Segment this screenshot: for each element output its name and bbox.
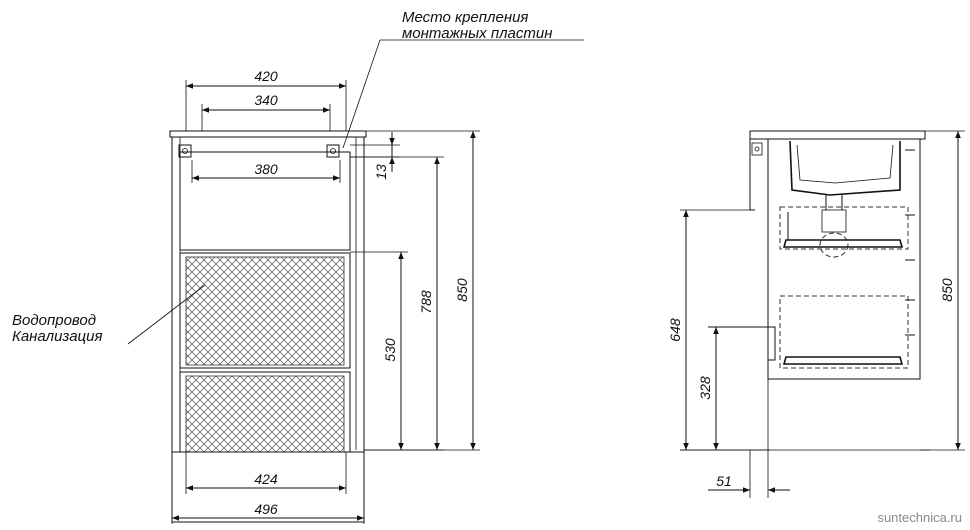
pipes-leader [127, 284, 206, 345]
dim-380: 380 [254, 161, 278, 177]
dim-496: 496 [254, 501, 278, 517]
side-view [680, 130, 965, 498]
front-cabinet-body [171, 136, 365, 523]
dim-850-front: 850 [454, 278, 470, 302]
mounting-label-line2: монтажных пластин [402, 25, 552, 42]
front-view [127, 39, 584, 524]
side-pipe-stub [708, 326, 776, 361]
mounting-leader [342, 39, 584, 149]
front-top-drawer [179, 151, 351, 251]
pipes-label-line2: Канализация [12, 328, 103, 345]
mounting-bracket-right [326, 144, 340, 158]
pipes-label-line1: Водопровод [12, 312, 96, 329]
mounting-label-line1: Место крепления [402, 9, 528, 26]
side-drawer-2 [779, 295, 909, 369]
mounting-bracket-left [178, 144, 192, 158]
side-cabinet-body [767, 138, 921, 380]
dim-424: 424 [254, 471, 278, 487]
side-basin [789, 140, 901, 196]
side-drawer-1 [779, 206, 909, 250]
dim-328: 328 [697, 376, 713, 400]
front-drawer-1 [179, 252, 351, 369]
dim-648: 648 [667, 318, 683, 342]
dim-788: 788 [418, 290, 434, 314]
watermark: suntechnica.ru [877, 510, 962, 525]
dim-51: 51 [716, 473, 732, 489]
dim-340: 340 [254, 92, 278, 108]
dim-420: 420 [254, 68, 278, 84]
dim-530: 530 [382, 338, 398, 362]
front-countertop [169, 130, 367, 138]
dim-850-side: 850 [939, 278, 955, 302]
dim-13: 13 [373, 164, 389, 180]
side-countertop [749, 130, 926, 140]
